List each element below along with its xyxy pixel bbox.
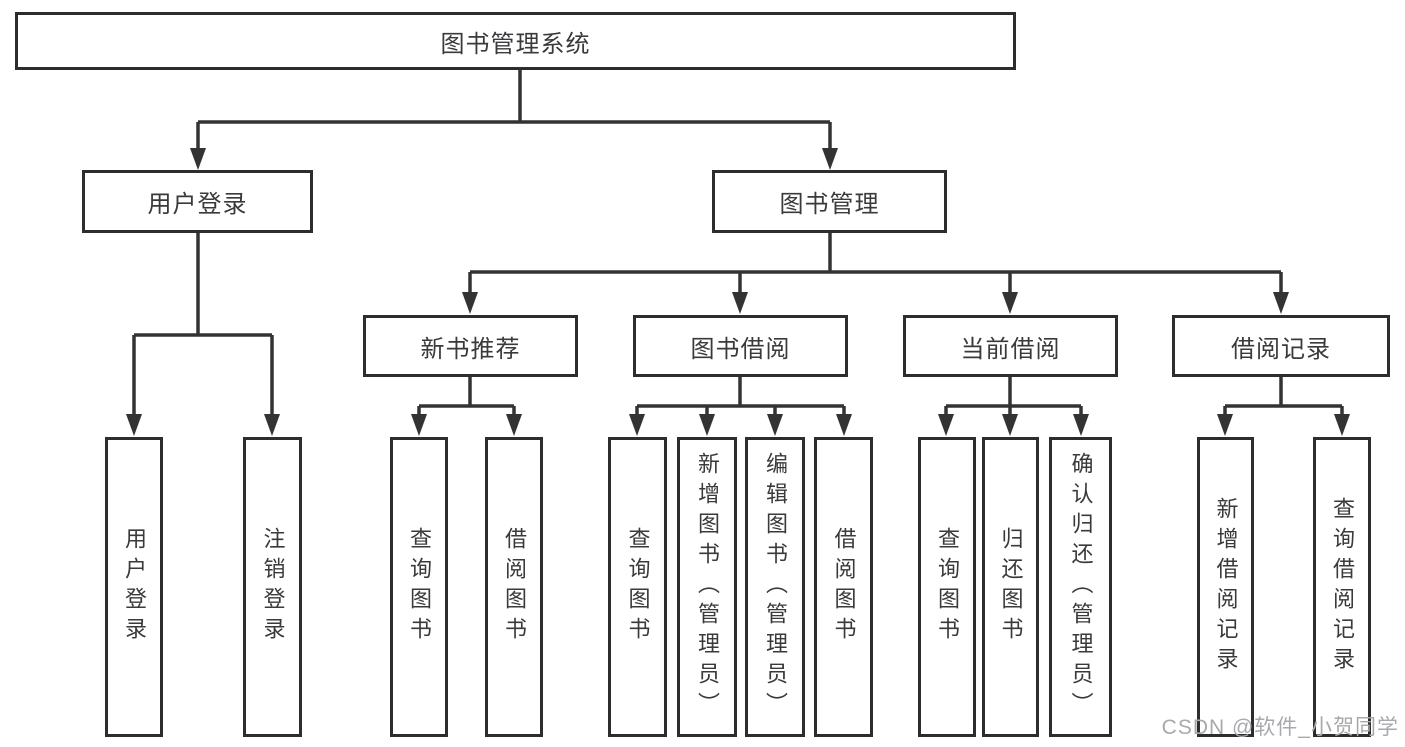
node-leaf-borrow-books-recommend: 借阅图书 <box>485 437 543 737</box>
arrowhead <box>767 414 783 436</box>
node-leaf-confirm-return-admin-label: 确认归还（管理员） <box>1068 452 1094 722</box>
node-root: 图书管理系统 <box>15 12 1016 70</box>
watermark-text: CSDN @软件_小贺同学 <box>1161 716 1399 739</box>
node-user-login: 用户登录 <box>82 170 313 233</box>
node-leaf-query-borrow-record: 查询借阅记录 <box>1313 437 1371 737</box>
node-leaf-query-borrow-record-label: 查询借阅记录 <box>1330 497 1355 677</box>
arrowhead <box>732 292 748 314</box>
arrowhead <box>506 414 522 436</box>
arrowhead <box>1073 414 1089 436</box>
arrowhead <box>264 414 280 436</box>
node-book-management: 图书管理 <box>712 170 947 233</box>
node-leaf-query-books-recommend-label: 查询图书 <box>407 527 432 647</box>
node-leaf-query-books-current-label: 查询图书 <box>935 527 960 647</box>
node-leaf-logout: 注销登录 <box>243 437 302 737</box>
node-leaf-return-books: 归还图书 <box>982 437 1039 737</box>
node-leaf-return-books-label: 归还图书 <box>998 527 1024 647</box>
node-leaf-user-login: 用户登录 <box>105 437 163 737</box>
arrowhead <box>1334 414 1350 436</box>
node-leaf-confirm-return-admin: 确认归还（管理员） <box>1049 437 1112 737</box>
node-leaf-borrow-books-recommend-label: 借阅图书 <box>502 527 527 647</box>
node-leaf-user-login-label: 用户登录 <box>122 527 147 647</box>
arrowhead <box>1217 414 1233 436</box>
node-leaf-edit-book-admin-label: 编辑图书（管理员） <box>763 452 788 722</box>
node-leaf-borrow-books-2: 借阅图书 <box>814 437 873 737</box>
node-leaf-query-books-borrow-label: 查询图书 <box>625 527 651 647</box>
arrowhead <box>411 414 427 436</box>
arrowhead <box>126 414 142 436</box>
node-book-borrow: 图书借阅 <box>633 315 848 377</box>
arrowhead <box>462 292 478 314</box>
node-leaf-logout-label: 注销登录 <box>260 527 286 647</box>
node-leaf-add-book-admin: 新增图书（管理员） <box>677 437 737 737</box>
node-current-borrow: 当前借阅 <box>903 315 1118 377</box>
node-leaf-add-borrow-record-label: 新增借阅记录 <box>1213 497 1239 677</box>
arrowhead <box>190 148 206 170</box>
node-leaf-add-borrow-record: 新增借阅记录 <box>1197 437 1254 737</box>
arrowhead <box>822 148 838 170</box>
arrowhead <box>629 414 645 436</box>
arrowhead <box>1002 414 1018 436</box>
node-leaf-borrow-books-2-label: 借阅图书 <box>831 527 857 647</box>
arrowhead <box>836 414 852 436</box>
node-leaf-query-books-recommend: 查询图书 <box>390 437 448 737</box>
node-leaf-query-books-current: 查询图书 <box>918 437 976 737</box>
arrowhead <box>1002 292 1018 314</box>
arrowhead <box>699 414 715 436</box>
arrowhead <box>1273 292 1289 314</box>
node-leaf-add-book-admin-label: 新增图书（管理员） <box>695 452 720 722</box>
node-borrow-records: 借阅记录 <box>1172 315 1390 377</box>
arrowhead <box>938 414 954 436</box>
node-new-book-recommend: 新书推荐 <box>363 315 578 377</box>
node-leaf-edit-book-admin: 编辑图书（管理员） <box>745 437 805 737</box>
node-leaf-query-books-borrow: 查询图书 <box>608 437 667 737</box>
